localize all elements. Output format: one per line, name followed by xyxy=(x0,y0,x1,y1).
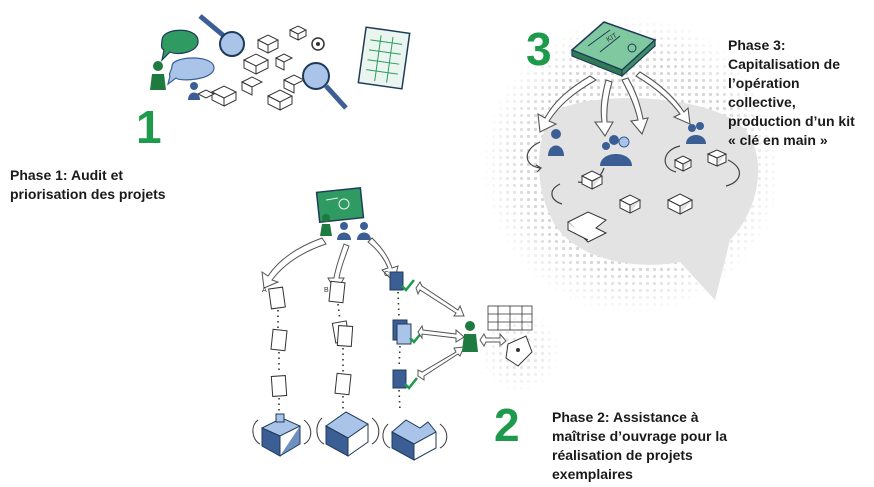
phase3-caption: Phase 3: Capitalisation de l’opération c… xyxy=(728,36,855,150)
checkmark-icon xyxy=(409,331,423,344)
clipboard-icon xyxy=(357,26,411,90)
branch-label-a: A xyxy=(262,287,267,294)
phase3-cycle-arrows xyxy=(526,141,740,205)
checkmark-icon xyxy=(401,279,415,292)
phase2-number: 2 xyxy=(494,399,520,451)
speech-bubble-icon xyxy=(167,57,215,86)
phase3-caption-line: Phase 3: xyxy=(728,37,786,53)
phase3-people-groups xyxy=(548,122,706,166)
phase2-caption: Phase 2: Assistance à maîtrise d’ouvrage… xyxy=(552,408,727,484)
phase1-caption-line: Phase 1: Audit et xyxy=(10,167,124,183)
phase1-number: 1 xyxy=(136,101,162,153)
magnifier-icon xyxy=(302,62,348,110)
phase2-caption-line: réalisation de projets xyxy=(552,447,693,463)
phase1-caption: Phase 1: Audit et priorisation des proje… xyxy=(10,166,166,204)
phase3-caption-line: « clé en main » xyxy=(728,132,828,148)
magnifier-icon xyxy=(198,14,245,57)
phase3-number: 3 xyxy=(526,23,552,75)
checkmark-icon xyxy=(404,377,418,390)
phase1-caption-line: priorisation des projets xyxy=(10,186,166,202)
speech-bubble-icon xyxy=(160,29,199,62)
phase2-project-tree: A B C xyxy=(252,186,562,461)
phase2-caption-line: exemplaires xyxy=(552,466,633,482)
branch-label-c: C xyxy=(384,271,389,278)
person-icon xyxy=(153,61,163,71)
phase3-caption-line: Capitalisation de xyxy=(728,56,841,72)
kit-book-label: KIT xyxy=(606,32,620,44)
phase3-caption-line: production d’un kit xyxy=(728,113,855,129)
phase3-distribution-arrows xyxy=(537,71,691,138)
phase3-caption-line: collective, xyxy=(728,94,796,110)
phase3-caption-line: l’opération xyxy=(728,75,800,91)
building-icon xyxy=(325,411,369,457)
phase3-cubes xyxy=(567,149,728,243)
phase1-audit-cluster xyxy=(150,14,411,111)
building-icon xyxy=(260,413,302,457)
branch-label-b: B xyxy=(324,287,329,294)
kit-book-icon: KIT xyxy=(570,21,657,78)
advisor-icon xyxy=(465,321,475,331)
presentation-board-icon xyxy=(315,186,365,224)
phase2-caption-line: Phase 2: Assistance à xyxy=(552,409,699,425)
phase2-caption-line: maîtrise d’ouvrage pour la xyxy=(552,428,728,444)
building-icon xyxy=(391,419,437,461)
